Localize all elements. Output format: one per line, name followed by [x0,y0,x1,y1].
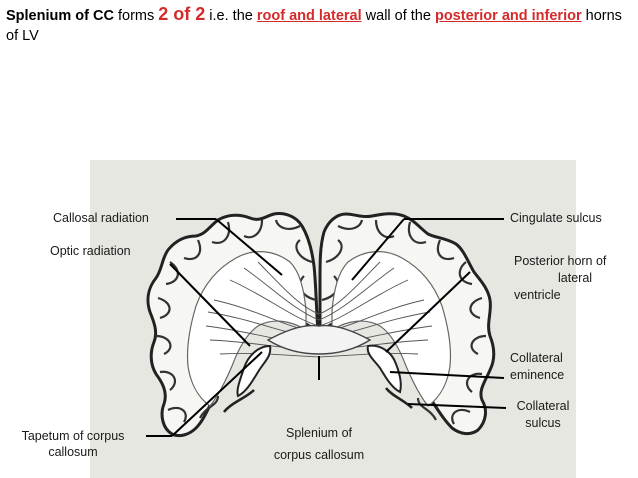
right-white-matter [331,251,452,407]
leader-posterior-horn [385,271,471,353]
label-posterior-horn-line1: Posterior horn of [514,254,607,268]
label-splenium-line1: Splenium of [285,426,352,440]
heading-highlight-roof: roof and lateral [256,8,362,24]
heading-text: forms [113,8,159,24]
label-posterior-horn: Posterior horn of lateral ventricle [514,253,606,304]
heading-count: 2 of 2 [158,4,206,24]
right-posterior-horn [366,344,402,394]
label-collateral-sulcus-line2: sulcus [525,416,561,430]
label-collateral-eminence-line2: eminence [510,368,565,382]
label-collateral-sulcus: Collateral sulcus [506,398,580,432]
heading-highlight-horns: posterior and inferior [434,8,582,24]
label-collateral-eminence: Collateral eminence [510,350,564,384]
leader-collateral-eminence [389,371,505,379]
slide-heading: Splenium of CC forms 2 of 2 i.e. the roo… [6,4,632,46]
splenium-body [266,324,372,355]
left-white-matter [186,251,307,407]
left-posterior-horn [236,344,272,398]
leader-optic-radiation [169,263,251,347]
leader-collateral-sulcus [407,403,507,409]
label-posterior-horn-line2: lateral [558,271,593,285]
leader-callosal-radiation-b [215,218,283,276]
label-optic-radiation: Optic radiation [50,244,131,258]
leader-lines [146,218,507,437]
label-tapetum-line1: Tapetum of corpus [21,429,125,443]
label-splenium-line2: corpus callosum [273,448,365,462]
heading-text: i.e. the [205,8,257,24]
label-collateral-eminence-line1: Collateral [510,351,563,365]
label-posterior-horn-line3: ventricle [514,288,561,302]
leader-tapetum-b [171,351,263,437]
right-collateral-sulcus [384,387,413,409]
label-tapetum: Tapetum of corpus callosum [6,428,140,460]
label-collateral-sulcus-line1: Collateral [516,399,570,413]
leader-cingulate-b [351,218,405,281]
label-callosal-radiation: Callosal radiation [53,211,149,225]
label-tapetum-line2: callosum [48,445,98,459]
heading-text: wall of the [361,8,435,24]
label-cingulate-sulcus: Cingulate sulcus [510,211,602,225]
left-collateral-sulcus [222,389,255,413]
heading-term: Splenium of CC [6,8,114,24]
heading-text: horns of LV [6,8,622,44]
label-splenium: Splenium of corpus callosum [256,422,382,466]
